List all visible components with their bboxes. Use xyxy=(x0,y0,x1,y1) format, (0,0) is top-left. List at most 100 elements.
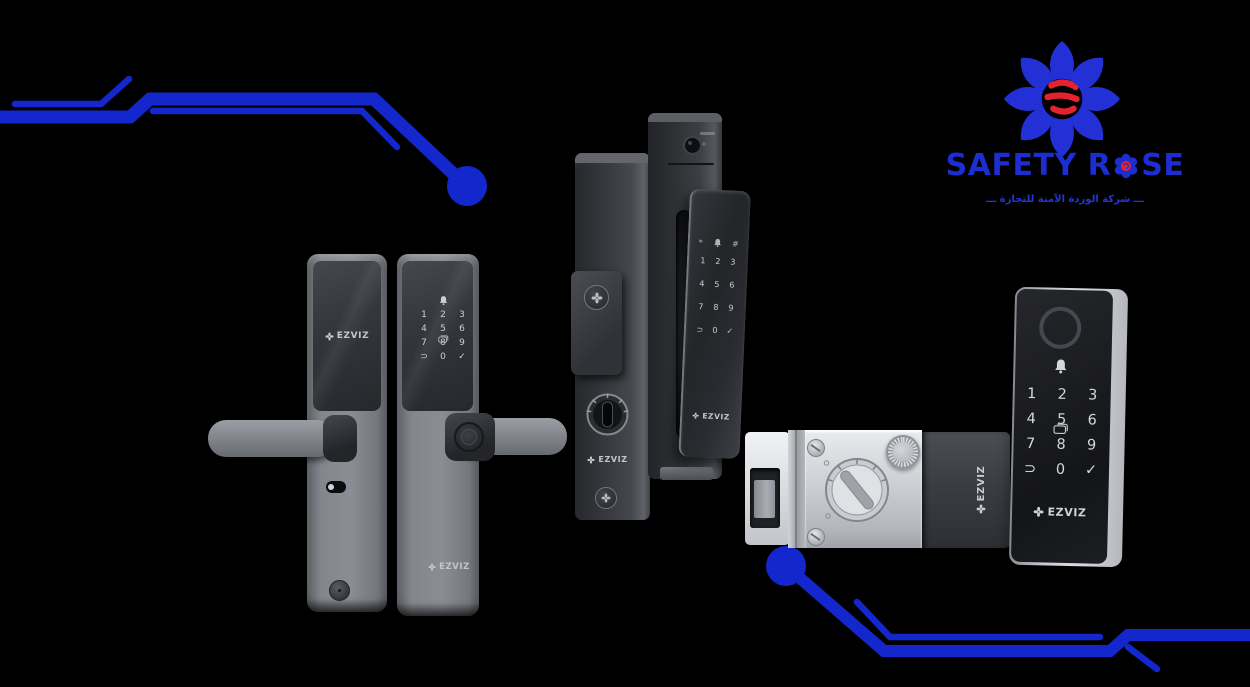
safety-rose-flower-logo xyxy=(1004,41,1120,157)
emergency-key-hole xyxy=(329,580,350,601)
ezviz-label: EZVIZ xyxy=(439,562,470,572)
latch-bolt xyxy=(754,480,775,518)
keypad-key: 8 xyxy=(440,338,446,348)
keypad-key: 1 xyxy=(1026,385,1037,402)
keypad-key: 4 xyxy=(421,324,427,334)
keypad-key: 6 xyxy=(459,324,465,334)
keypad-key: 6 xyxy=(729,280,735,290)
rose-o-icon xyxy=(1115,153,1138,178)
petal-button xyxy=(595,487,617,509)
keypad-key: 8 xyxy=(1056,436,1066,453)
keypad-symbol-row: * # xyxy=(696,235,741,251)
keypad-key: ✓ xyxy=(458,352,466,362)
keypad-key: 2 xyxy=(715,256,721,267)
ezviz-logo: EZVIZ xyxy=(688,411,734,422)
hash-key: # xyxy=(731,239,739,249)
keypad-key: 1 xyxy=(421,310,427,320)
keypad-key: 2 xyxy=(1057,386,1068,403)
keypad-key: 9 xyxy=(728,303,734,313)
door-handle-left xyxy=(208,420,335,457)
keypad-key: 3 xyxy=(730,257,736,267)
brand-title-text-right: SE xyxy=(1141,148,1185,183)
keypad-key: 8 xyxy=(713,302,719,313)
bell-icon xyxy=(713,238,721,248)
keypad-key: 0 xyxy=(440,352,446,362)
brand-title: SAFETY R SE xyxy=(930,148,1200,183)
keypad-key: 3 xyxy=(459,310,465,320)
keypad-key: ⊃ xyxy=(420,352,428,362)
ezviz-flower-icon xyxy=(692,412,699,419)
keypad-key: 5 xyxy=(714,279,720,290)
keypad-row: 7 8 9 xyxy=(1022,431,1100,458)
ezviz-logo: EZVIZ xyxy=(580,455,635,464)
keypad-key: 3 xyxy=(1087,386,1098,404)
keypad-row: ⊃ 0 ✓ xyxy=(1022,456,1100,483)
ezviz-logo: EZVIZ xyxy=(1020,505,1100,520)
bell-icon xyxy=(415,292,471,308)
pinwheel-icon xyxy=(601,493,611,503)
keypad-row: 1 2 3 xyxy=(1023,381,1101,408)
keypad-key: 6 xyxy=(1087,411,1097,429)
battery-cover xyxy=(922,432,1010,548)
keypad-key: ✓ xyxy=(1084,461,1098,479)
keypad-row: 1 2 3 xyxy=(415,308,471,322)
keypad-key: 4 xyxy=(1026,410,1036,427)
keypad-key: 5 xyxy=(440,324,446,334)
ezviz-flower-icon xyxy=(976,504,986,514)
calligraphy-mark xyxy=(1044,79,1080,115)
keypad-key: ⊃ xyxy=(1023,460,1037,477)
petal-button xyxy=(584,285,609,310)
lock-bottom-foot xyxy=(660,467,713,480)
keypad-key: 7 xyxy=(1025,435,1036,452)
keypad-key: 7 xyxy=(698,302,704,312)
ezviz-label: EZVIZ xyxy=(598,455,628,464)
card-icon xyxy=(438,335,449,343)
front-lock-keypad-glass xyxy=(402,261,473,411)
lock-top-cap xyxy=(648,113,722,122)
ezviz-label: EZVIZ xyxy=(1047,505,1087,520)
indicator-dot xyxy=(702,142,706,146)
ezviz-flower-icon xyxy=(325,331,334,341)
ezviz-logo-vertical: EZVIZ xyxy=(974,445,988,535)
ezviz-label: EZVIZ xyxy=(702,411,731,422)
pinwheel-icon xyxy=(591,292,602,303)
rear-lock-panel: EZVIZ xyxy=(313,261,381,411)
groove-line xyxy=(668,163,714,165)
ezviz-logo: EZVIZ xyxy=(419,562,479,572)
ezviz-flower-icon xyxy=(428,563,436,571)
keypad-key: 0 xyxy=(712,325,718,335)
ezviz-label: EZVIZ xyxy=(975,465,987,502)
keypad-key: ⊃ xyxy=(696,325,704,335)
thumbturn-dial xyxy=(586,393,629,436)
ezviz-label: EZVIZ xyxy=(336,331,370,341)
screw xyxy=(807,528,825,546)
knurled-button xyxy=(886,435,920,469)
circuit-decoration-bottom-right xyxy=(766,546,1250,673)
keypad-row: ⊃ 0 ✓ xyxy=(415,350,471,364)
model-label xyxy=(700,132,715,135)
keypad-key: 9 xyxy=(1086,436,1097,454)
keypad-key: 1 xyxy=(700,256,706,266)
screw xyxy=(807,439,825,457)
ezviz-flower-icon xyxy=(1034,506,1044,517)
fingerprint-sensor xyxy=(454,422,484,452)
keypad-key: 2 xyxy=(440,310,446,320)
asterisk-key: * xyxy=(698,237,703,247)
keypad-key: 9 xyxy=(459,338,465,348)
lock-bottom-cap xyxy=(397,603,479,616)
handle-hub xyxy=(323,415,357,462)
keypad-key: 0 xyxy=(1055,461,1066,478)
keypad-row: ⊃0✓ xyxy=(692,318,737,343)
circuit-decoration-top-left xyxy=(0,75,487,206)
thumbturn-dial xyxy=(823,458,889,522)
